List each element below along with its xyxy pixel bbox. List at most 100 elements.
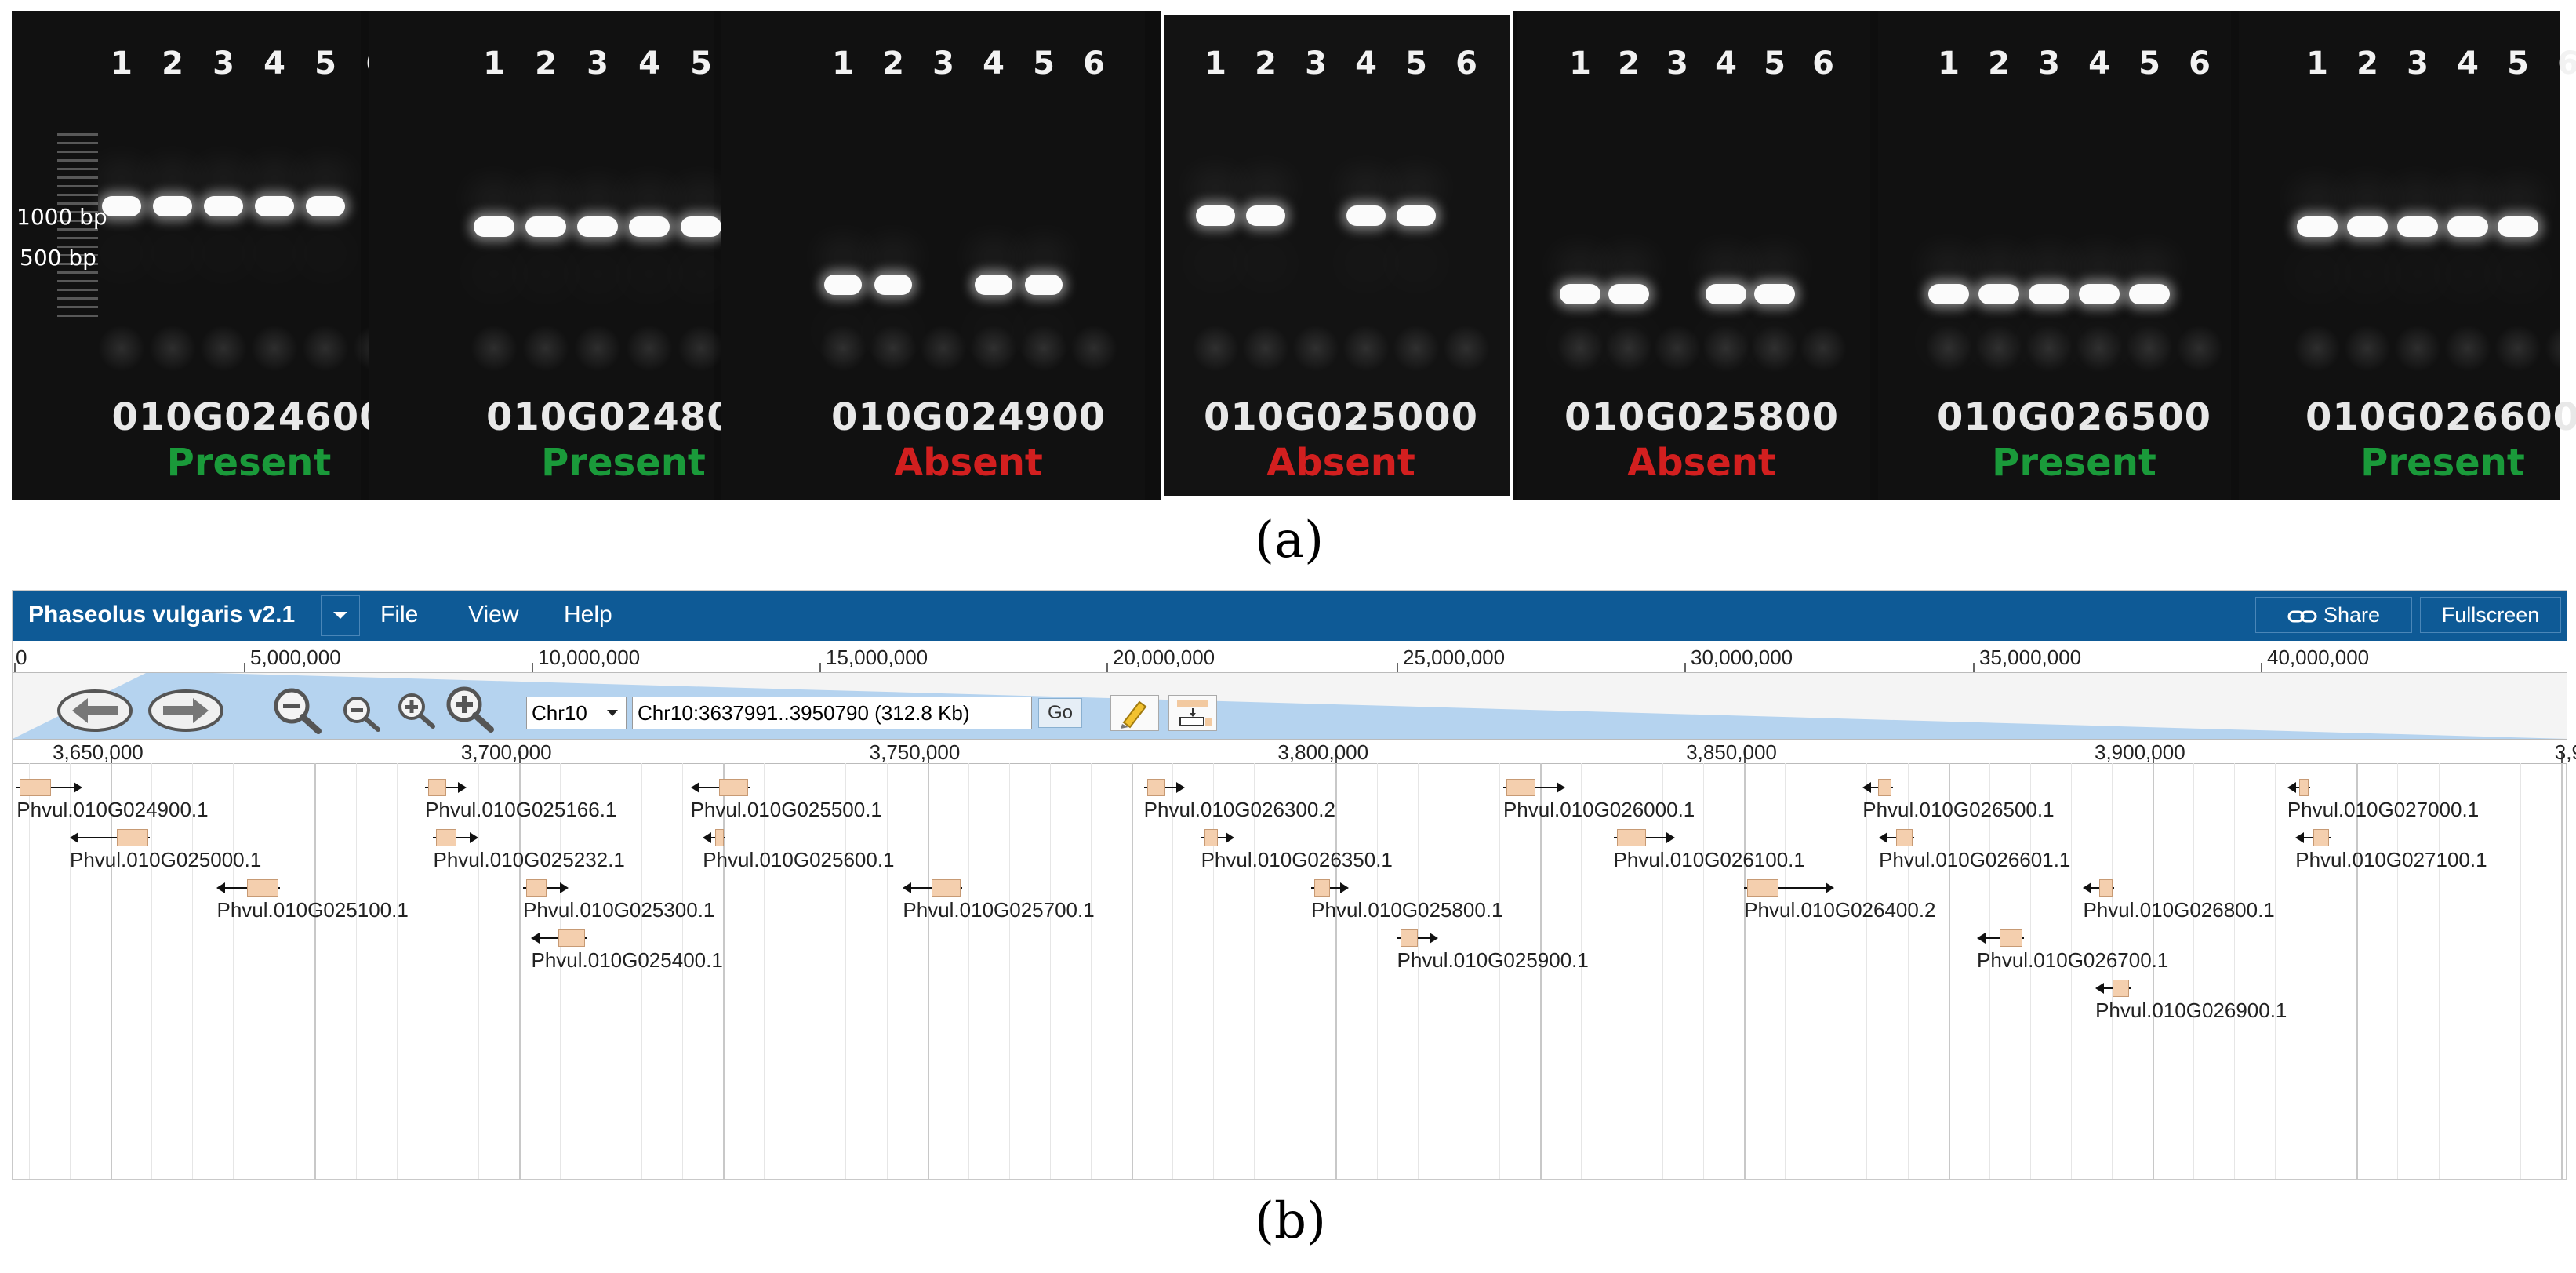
gene-label[interactable]: Phvul.010G025700.1 <box>903 898 1095 922</box>
gene-feature[interactable] <box>523 878 571 898</box>
grid-line <box>1907 763 1909 1179</box>
detail-tick <box>111 751 113 763</box>
strand-arrow-icon <box>703 832 712 843</box>
grid-line <box>1213 763 1215 1179</box>
gene-feature[interactable] <box>1311 878 1350 898</box>
primer-smear <box>1292 325 1339 372</box>
gene-feature[interactable] <box>903 878 967 898</box>
gene-label[interactable]: Phvul.010G026500.1 <box>1862 798 2055 821</box>
gene-label[interactable]: Phvul.010G024900.1 <box>16 798 209 821</box>
zoom-in-small-icon[interactable] <box>395 690 438 729</box>
menu-view[interactable]: View <box>468 602 519 627</box>
gene-label[interactable]: Phvul.010G026000.1 <box>1502 798 1695 821</box>
primer-smear <box>1020 325 1067 372</box>
gene-feature[interactable] <box>690 777 755 798</box>
gene-feature[interactable] <box>1613 827 1678 848</box>
gene-label[interactable]: Phvul.010G026601.1 <box>1879 848 2071 871</box>
gene-feature[interactable] <box>2095 978 2135 998</box>
gene-label[interactable]: Phvul.010G025100.1 <box>216 898 409 922</box>
lane-number: 1 <box>1938 45 1960 82</box>
primer-smear <box>1751 325 1798 372</box>
gene-label[interactable]: Phvul.010G025500.1 <box>690 798 882 821</box>
pan-left-icon[interactable] <box>56 689 133 733</box>
strand-arrow-icon <box>1430 933 1439 944</box>
primer-smear <box>1925 325 1972 372</box>
chromosome-select[interactable]: Chr10 <box>526 697 627 729</box>
gel-gene-id: 010G025800 <box>1564 395 1839 439</box>
menu-file[interactable]: File <box>380 602 419 627</box>
gene-label[interactable]: Phvul.010G025166.1 <box>425 798 617 821</box>
strand-arrow-icon <box>1339 882 1349 893</box>
primer-smear <box>1443 325 1490 372</box>
track-settings-button[interactable] <box>1168 695 1217 731</box>
gene-label[interactable]: Phvul.010G027100.1 <box>2295 848 2487 871</box>
gene-label[interactable]: Phvul.010G027000.1 <box>2287 798 2480 821</box>
gene-feature[interactable] <box>1502 777 1568 798</box>
gene-label[interactable]: Phvul.010G026400.2 <box>1744 898 1936 922</box>
go-button[interactable]: Go <box>1038 698 1082 728</box>
gene-label[interactable]: Phvul.010G026900.1 <box>2095 998 2287 1022</box>
overview-tick <box>2261 663 2262 672</box>
primer-smear <box>2294 325 2341 372</box>
highlight-button[interactable] <box>1110 695 1159 731</box>
gene-feature[interactable] <box>2295 827 2334 848</box>
strand-arrow-icon <box>559 882 569 893</box>
gene-feature[interactable] <box>1879 827 1918 848</box>
zoom-in-large-icon[interactable] <box>444 684 497 733</box>
overview-tick-label: 20,000,000 <box>1113 646 1215 669</box>
pan-right-icon[interactable] <box>147 689 224 733</box>
zoom-out-small-icon[interactable] <box>340 693 383 733</box>
gene-feature[interactable] <box>703 827 730 848</box>
lane-number: 4 <box>2088 45 2110 82</box>
gene-label[interactable]: Phvul.010G025000.1 <box>70 848 262 871</box>
gene-feature[interactable] <box>531 928 590 948</box>
gene-label[interactable]: Phvul.010G026700.1 <box>1977 948 2169 972</box>
lane-number: 3 <box>213 45 234 82</box>
share-button[interactable]: Share <box>2255 597 2412 633</box>
fullscreen-button[interactable]: Fullscreen <box>2420 597 2561 633</box>
gene-feature[interactable] <box>16 777 85 798</box>
location-input[interactable]: Chr10:3637991..3950790 (312.8 Kb) <box>632 697 1032 729</box>
primer-smear <box>471 325 518 372</box>
strand-arrow-icon <box>70 832 78 843</box>
gene-feature[interactable] <box>1744 878 1837 898</box>
gene-feature[interactable] <box>425 777 469 798</box>
gene-feature[interactable] <box>2083 878 2118 898</box>
gene-label[interactable]: Phvul.010G025900.1 <box>1397 948 1589 972</box>
primer-smear <box>970 325 1017 372</box>
gene-feature[interactable] <box>433 827 481 848</box>
menu-help[interactable]: Help <box>564 602 612 627</box>
gene-feature[interactable] <box>216 878 285 898</box>
exon-block <box>1506 779 1536 796</box>
gene-label[interactable]: Phvul.010G025800.1 <box>1311 898 1503 922</box>
gene-label[interactable]: Phvul.010G026100.1 <box>1613 848 1805 871</box>
strand-arrow-icon <box>1176 782 1186 793</box>
gel-band <box>2498 216 2538 237</box>
gene-feature[interactable] <box>1862 777 1898 798</box>
grid-line <box>2111 763 2113 1179</box>
gene-feature[interactable] <box>1397 928 1441 948</box>
gel-band <box>525 216 566 237</box>
overview-tick-label: 40,000,000 <box>2267 646 2370 669</box>
gene-feature[interactable] <box>70 827 154 848</box>
gene-label[interactable]: Phvul.010G025232.1 <box>433 848 625 871</box>
detail-tick-label: 3,800,000 <box>1277 740 1369 764</box>
gene-feature[interactable] <box>1143 777 1188 798</box>
gene-label[interactable]: Phvul.010G026800.1 <box>2083 898 2275 922</box>
gene-feature[interactable] <box>1201 827 1237 848</box>
gene-feature[interactable] <box>1977 928 2029 948</box>
gene-label[interactable]: Phvul.010G026350.1 <box>1201 848 1393 871</box>
overview-tick-label: 10,000,000 <box>538 646 641 669</box>
grid-line <box>28 763 30 1179</box>
exon-block <box>116 829 148 846</box>
zoom-out-large-icon[interactable] <box>271 686 325 734</box>
gene-label[interactable]: Phvul.010G025400.1 <box>531 948 723 972</box>
dataset-dropdown[interactable] <box>321 595 360 636</box>
gene-label[interactable]: Phvul.010G025600.1 <box>703 848 895 871</box>
gene-label[interactable]: Phvul.010G026300.2 <box>1143 798 1335 821</box>
gene-feature[interactable] <box>2287 777 2315 798</box>
grid-line <box>1499 763 1500 1179</box>
gene-label[interactable]: Phvul.010G025300.1 <box>523 898 715 922</box>
